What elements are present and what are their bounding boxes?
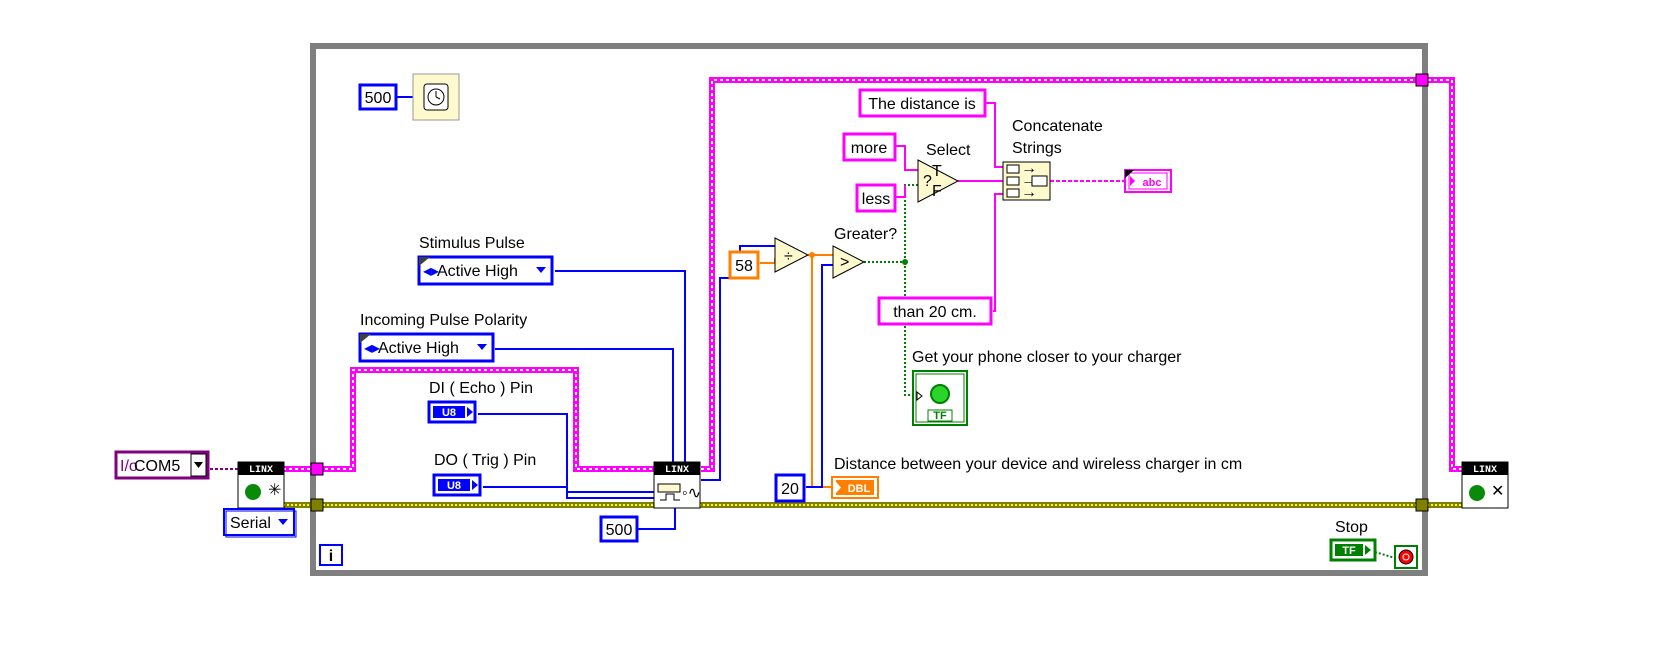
threshold-wire: [806, 264, 833, 488]
svg-text:◦∿: ◦∿: [682, 485, 701, 502]
timeout-constant[interactable]: 500: [599, 515, 639, 543]
svg-text:◂▸: ◂▸: [423, 263, 439, 280]
svg-text:LINX: LINX: [665, 465, 689, 476]
svg-text:→: →: [1021, 184, 1037, 201]
svg-text:TF: TF: [1342, 545, 1356, 557]
loop-condition-terminal[interactable]: [1394, 545, 1418, 569]
wait-ms-constant[interactable]: 500: [358, 83, 398, 111]
distance-indicator[interactable]: DBL: [831, 476, 879, 499]
chevron-down-icon: [477, 344, 487, 350]
svg-text:÷: ÷: [784, 248, 793, 265]
svg-text:more: more: [851, 140, 888, 157]
boolean-wires: [864, 184, 918, 396]
led-indicator[interactable]: TF: [912, 370, 968, 426]
svg-text:DBL: DBL: [848, 483, 871, 495]
svg-text:?: ?: [923, 173, 932, 190]
linx-device-icon: [1469, 485, 1485, 501]
chevron-down-icon: [278, 519, 288, 525]
svg-text:TF: TF: [933, 410, 947, 422]
select-function[interactable]: ? T F: [917, 159, 960, 203]
linx-resource-wire: [283, 77, 1462, 472]
loop-tunnels: [310, 73, 1429, 512]
than-20cm-constant[interactable]: than 20 cm.: [877, 296, 993, 326]
svg-text:500: 500: [606, 522, 633, 539]
linx-device-icon: [245, 484, 261, 500]
close-icon: ✕: [1491, 483, 1504, 500]
svg-text:U8: U8: [442, 407, 456, 419]
svg-text:than 20 cm.: than 20 cm.: [893, 304, 977, 321]
select-label: Select: [926, 142, 971, 159]
distance-wire: [808, 254, 833, 488]
do-trig-pin-label: DO ( Trig ) Pin: [434, 452, 536, 469]
svg-text:T: T: [932, 163, 942, 180]
linx-open-vi[interactable]: LINX ✳: [237, 461, 285, 509]
less-constant[interactable]: less: [855, 183, 897, 213]
svg-text:Active High: Active High: [437, 263, 518, 280]
linx-pulse-vi[interactable]: LINX ◦∿: [653, 461, 701, 509]
linx-close-vi[interactable]: LINX ✕: [1461, 461, 1509, 509]
incoming-pulse-polarity-label: Incoming Pulse Polarity: [360, 312, 527, 329]
di-echo-pin-label: DI ( Echo ) Pin: [429, 380, 533, 397]
svg-text:58: 58: [735, 258, 753, 275]
string-indicator[interactable]: abc: [1124, 169, 1172, 193]
svg-text:abc: abc: [1143, 177, 1162, 189]
stimulus-pulse-label: Stimulus Pulse: [419, 235, 525, 252]
svg-text:i: i: [329, 548, 333, 565]
svg-text:◂▸: ◂▸: [364, 340, 380, 357]
svg-text:✳: ✳: [268, 482, 281, 499]
iteration-terminal: i: [319, 544, 343, 566]
the-distance-is-constant[interactable]: The distance is: [858, 88, 987, 118]
stop-label: Stop: [1335, 519, 1368, 536]
svg-text:The distance is: The distance is: [868, 96, 976, 113]
string-wires: [895, 102, 1125, 312]
interface-enum[interactable]: Serial: [223, 508, 297, 538]
divisor-constant[interactable]: 58: [728, 250, 760, 280]
wait-function[interactable]: [412, 73, 460, 121]
while-loop[interactable]: [310, 43, 1428, 576]
pulse-icon: [660, 493, 680, 501]
svg-text:20: 20: [781, 481, 799, 498]
svg-text:I/o: I/o: [120, 458, 138, 475]
more-constant[interactable]: more: [842, 132, 897, 162]
threshold-constant[interactable]: 20: [774, 473, 806, 503]
visa-resource-control[interactable]: I/o COM5: [114, 450, 210, 480]
concatenate-label-line2: Strings: [1012, 140, 1062, 157]
di-echo-pin-control[interactable]: U8: [427, 400, 477, 424]
svg-text:→: →: [1021, 160, 1037, 177]
svg-text:500: 500: [365, 90, 392, 107]
stop-wire: [1374, 551, 1396, 559]
svg-text:less: less: [862, 191, 890, 208]
svg-text:F: F: [932, 183, 942, 200]
concatenate-strings-function[interactable]: → → →: [1002, 160, 1051, 201]
svg-text:U8: U8: [447, 480, 461, 492]
svg-text:>: >: [840, 254, 849, 271]
do-trig-pin-control[interactable]: U8: [432, 473, 482, 497]
greater-function[interactable]: >: [832, 245, 866, 279]
led-icon: [930, 384, 950, 404]
led-indicator-label: Get your phone closer to your charger: [912, 349, 1182, 366]
svg-text:LINX: LINX: [249, 465, 273, 476]
svg-text:COM5: COM5: [134, 458, 180, 475]
chevron-down-icon: [536, 267, 546, 273]
divisor-wire: [760, 258, 776, 264]
divide-function[interactable]: ÷: [774, 237, 810, 273]
watch-icon: [427, 88, 445, 106]
greater-label: Greater?: [834, 226, 897, 243]
distance-indicator-label: Distance between your device and wireles…: [834, 456, 1242, 473]
stimulus-pulse-enum[interactable]: ◂▸ Active High: [417, 255, 554, 286]
concatenate-label-line1: Concatenate: [1012, 118, 1103, 135]
chevron-down-icon: [194, 462, 203, 468]
svg-text:LINX: LINX: [1473, 465, 1497, 476]
svg-text:Serial: Serial: [230, 515, 271, 532]
svg-text:Active High: Active High: [378, 340, 459, 357]
incoming-pulse-polarity-enum[interactable]: ◂▸ Active High: [358, 332, 495, 363]
stop-button-control[interactable]: TF: [1329, 538, 1377, 562]
pulse-input-wires: [478, 270, 686, 530]
